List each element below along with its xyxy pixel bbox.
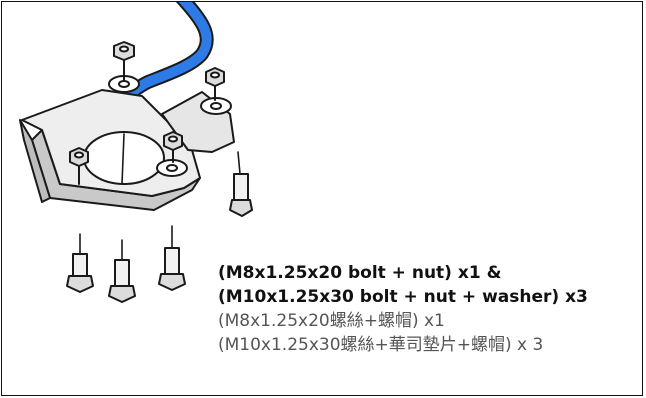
- caption-chinese-line-2: (M10x1.25x30螺絲+華司墊片+螺帽) x 3: [218, 335, 544, 355]
- bolt-left: [66, 233, 94, 293]
- nut-top-left: [113, 41, 135, 81]
- nut-center: [163, 131, 183, 163]
- parts-caption: (M8x1.25x20 bolt + nut) x1 & (M10x1.25x3…: [218, 261, 638, 357]
- caption-chinese-line-1: (M8x1.25x20螺絲+螺帽) x1: [218, 311, 445, 331]
- washer-right: [200, 97, 232, 115]
- caption-english-line-2: (M10x1.25x30 bolt + nut + washer) x3: [218, 287, 588, 307]
- caption-english-line-1: (M8x1.25x20 bolt + nut) x1 &: [218, 263, 502, 283]
- bolt-right-lower: [158, 225, 186, 291]
- bolt-middle: [108, 239, 136, 303]
- washer-center: [156, 159, 188, 177]
- nut-right: [205, 67, 225, 101]
- bracket-plate-edge: [19, 119, 51, 203]
- bracket-assembly-illustration: [19, 2, 253, 303]
- nut-left: [69, 147, 89, 185]
- bolt-right: [229, 151, 253, 217]
